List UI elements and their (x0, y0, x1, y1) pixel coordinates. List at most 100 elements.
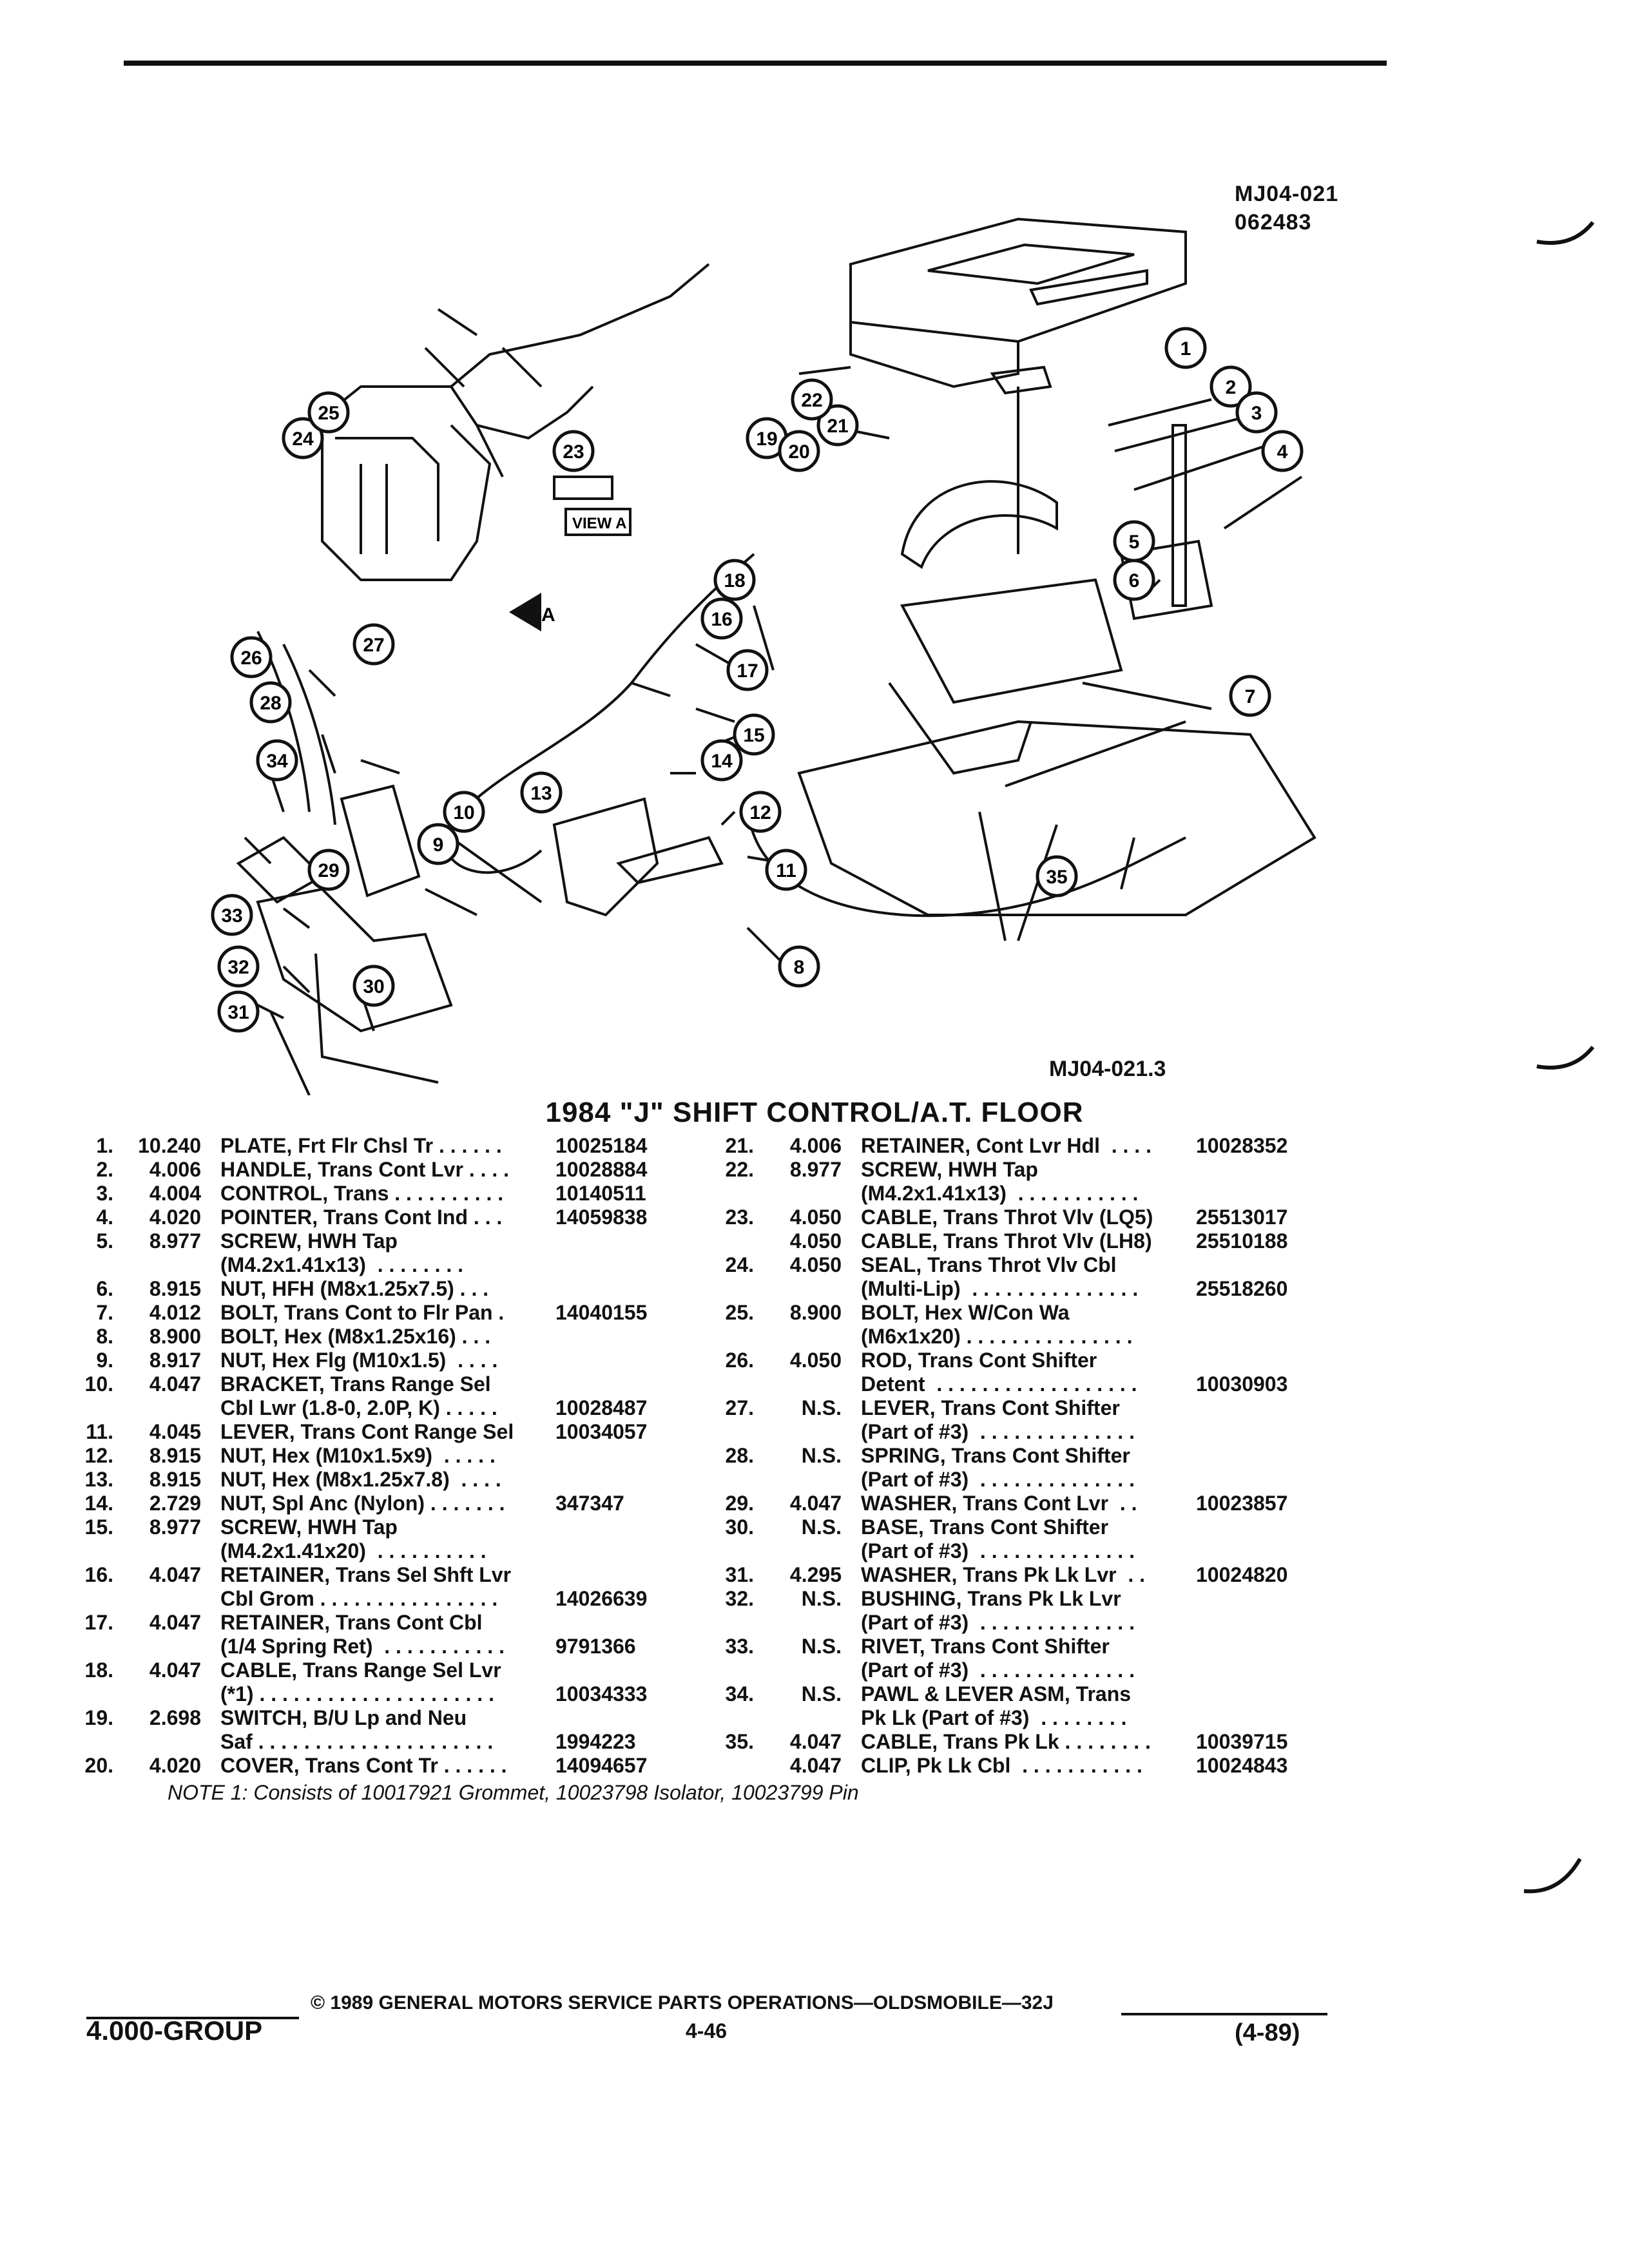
callout-number: 27 (363, 635, 384, 656)
part-description: BRACKET, Trans Range Sel (220, 1372, 491, 1396)
callout-circle (256, 739, 298, 782)
part-number (1196, 1444, 1299, 1468)
callout-number: 4 (1277, 441, 1288, 463)
part-number: 10034057 (555, 1420, 648, 1443)
item-number: 5. (96, 1229, 113, 1253)
part-number (555, 1444, 659, 1468)
part-description: BOLT, Trans Cont to Flr Pan . (220, 1301, 505, 1324)
part-description: BASE, Trans Cont Shifter (861, 1515, 1109, 1539)
margin-mark (1536, 1046, 1595, 1070)
view-label: VIEW A (572, 515, 626, 532)
footnote: NOTE 1: Consists of 10017921 Grommet, 10… (168, 1781, 859, 1804)
callout-circle (700, 597, 743, 640)
item-number: 27. (725, 1396, 754, 1419)
page-title: 1984 "J" SHIFT CONTROL/A.T. FLOOR (545, 1097, 1084, 1128)
item-number (708, 1754, 760, 1778)
group-number: 4.004 (149, 1182, 201, 1205)
callout-26: 26 (230, 636, 273, 678)
part-number (1196, 1635, 1299, 1658)
callout-14: 14 (700, 739, 743, 782)
part-description: BOLT, Hex (M8x1.25x16) . . . (220, 1325, 491, 1348)
item-number: 14. (84, 1492, 113, 1515)
part-number (1196, 1325, 1299, 1349)
callout-circle (282, 417, 324, 459)
item-number: 10. (84, 1372, 113, 1396)
item-number: 35. (725, 1730, 754, 1753)
parts-row: (Multi-Lip) . . . . . . . . . . . . . . … (708, 1277, 1299, 1301)
callout-circle (791, 378, 833, 421)
callout-22: 22 (791, 378, 833, 421)
callout-circle (443, 791, 485, 833)
callout-circle (307, 391, 350, 434)
callout-circle (1164, 327, 1207, 369)
callout-number: 12 (749, 802, 771, 823)
part-number: 25513017 (1196, 1206, 1288, 1229)
callout-circle (778, 430, 820, 472)
parts-row: 27.N.S.LEVER, Trans Cont Shifter (708, 1396, 1299, 1420)
callout-number: 15 (743, 725, 764, 746)
item-number: 15. (84, 1515, 113, 1539)
item-number: 8. (96, 1325, 113, 1348)
group-number: N.S. (801, 1635, 842, 1658)
callout-number: 21 (827, 416, 848, 437)
callout-number: 2 (1226, 377, 1237, 398)
part-number: 10028487 (555, 1396, 648, 1419)
callout-circle (352, 623, 395, 666)
callout-28: 28 (249, 681, 292, 724)
part-number: 14059838 (555, 1206, 648, 1229)
parts-row: (M4.2x1.41x13) . . . . . . . . . . . (708, 1182, 1299, 1206)
part-description: PAWL & LEVER ASM, Trans (861, 1682, 1132, 1706)
item-number: 28. (725, 1444, 754, 1467)
group-number: 8.915 (149, 1277, 201, 1300)
part-number: 10024843 (1196, 1754, 1288, 1777)
group-number: 4.047 (789, 1730, 842, 1753)
group-number: 8.917 (149, 1349, 201, 1372)
item-number: 6. (96, 1277, 113, 1300)
item-number: 18. (84, 1658, 113, 1682)
part-description: (1/4 Spring Ret) . . . . . . . . . . . (220, 1635, 505, 1658)
group-number: 4.020 (149, 1754, 201, 1777)
group-number: 4.020 (149, 1206, 201, 1229)
group-number: 8.900 (149, 1325, 201, 1348)
part-description: RETAINER, Trans Sel Shft Lvr (220, 1563, 512, 1586)
callout-circle (739, 791, 782, 833)
group-number: 10.240 (138, 1134, 201, 1157)
part-number: 10028352 (1196, 1134, 1288, 1157)
part-description: (Multi-Lip) . . . . . . . . . . . . . . … (861, 1277, 1139, 1300)
callout-circle (733, 713, 775, 756)
callout-circle (1210, 365, 1252, 408)
callout-20: 20 (778, 430, 820, 472)
footer-rule-left (86, 2017, 299, 2019)
callout-number: 16 (711, 609, 732, 630)
part-description: (Part of #3) . . . . . . . . . . . . . . (861, 1468, 1135, 1491)
part-description: SCREW, HWH Tap (220, 1515, 398, 1539)
revision-date: (4-89) (1235, 2019, 1300, 2046)
callout-circle (417, 823, 459, 865)
item-number: 13. (84, 1468, 113, 1491)
part-number: 14026639 (555, 1587, 648, 1610)
item-number: 24. (725, 1253, 754, 1276)
part-number: 1994223 (555, 1730, 636, 1753)
part-description: SEAL, Trans Throt Vlv Cbl (861, 1253, 1117, 1276)
part-number (555, 1539, 659, 1563)
part-description: PLATE, Frt Flr Chsl Tr . . . . . . (220, 1134, 502, 1157)
callout-number: 10 (453, 802, 474, 823)
callout-circle (307, 849, 350, 891)
callout-circle (1229, 675, 1271, 717)
part-number: 10034333 (555, 1682, 648, 1706)
parts-row: Pk Lk (Part of #3) . . . . . . . . (708, 1706, 1299, 1730)
item-number: 11. (86, 1420, 113, 1443)
group-number: 4.047 (789, 1492, 842, 1515)
group-number: 4.047 (149, 1611, 201, 1634)
part-description: NUT, Hex (M8x1.25x7.8) . . . . (220, 1468, 501, 1491)
part-description: COVER, Trans Cont Tr . . . . . . (220, 1754, 507, 1777)
group-number: 4.050 (789, 1349, 842, 1372)
part-description: LEVER, Trans Cont Range Sel (220, 1420, 514, 1443)
part-description: SCREW, HWH Tap (861, 1158, 1038, 1181)
